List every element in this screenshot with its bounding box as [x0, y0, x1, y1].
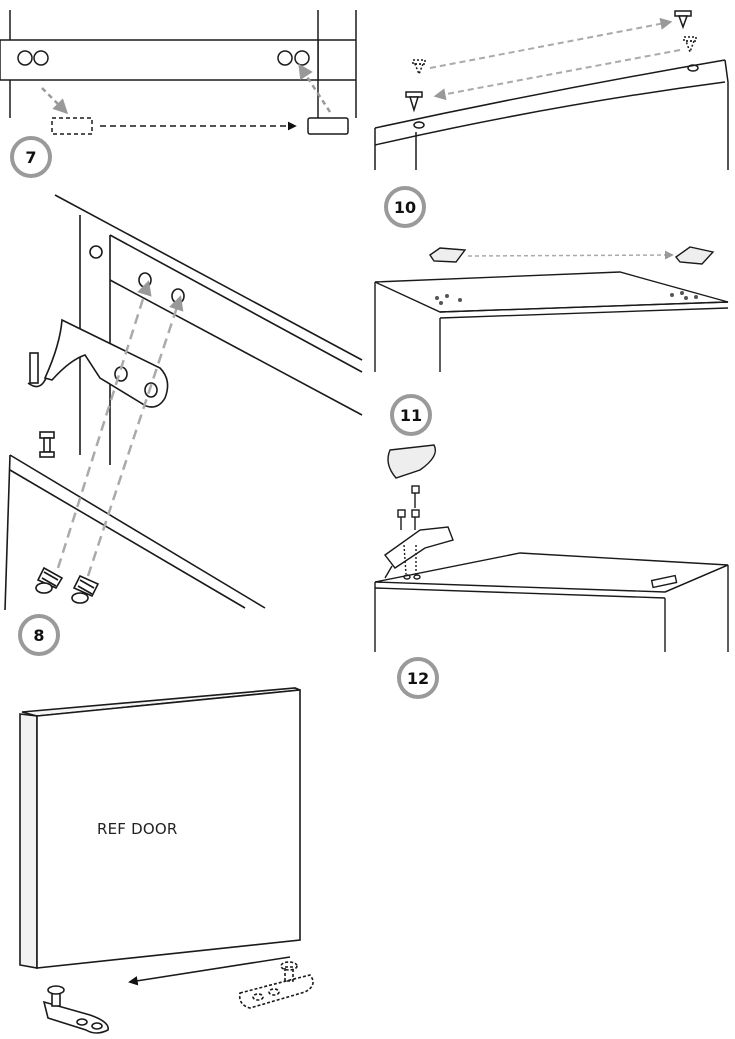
step7-panel — [0, 10, 357, 135]
step-badge-10: 10 — [384, 186, 426, 228]
step-badge-8: 8 — [18, 614, 60, 656]
cover-cap-icon — [429, 247, 467, 263]
screw-icon — [411, 509, 420, 530]
step10-panel — [374, 10, 729, 170]
screw-icon — [35, 566, 64, 594]
pin-icon — [674, 10, 692, 30]
door-label: REF DOOR — [97, 820, 178, 838]
step-badge-12: 12 — [397, 657, 439, 699]
screw-icon — [397, 509, 406, 530]
pin-outline-icon — [412, 59, 426, 77]
ref-door-panel — [19, 687, 314, 1034]
step-badge-11: 11 — [390, 394, 432, 436]
pin-icon — [405, 91, 423, 113]
pin-outline-icon — [683, 36, 697, 55]
screw-icon — [411, 485, 420, 508]
step12-panel — [374, 444, 729, 652]
step11-panel — [374, 246, 729, 372]
bottom-hinge-outline-icon — [238, 961, 314, 1009]
bottom-hinge-icon — [42, 985, 109, 1034]
top-hinge-icon — [384, 526, 454, 579]
step-badge-7: 7 — [10, 136, 52, 178]
cover-cap-icon — [674, 246, 715, 265]
step8-panel — [4, 194, 363, 611]
hinge-cover-icon — [387, 444, 437, 479]
screw-icon — [71, 574, 100, 604]
